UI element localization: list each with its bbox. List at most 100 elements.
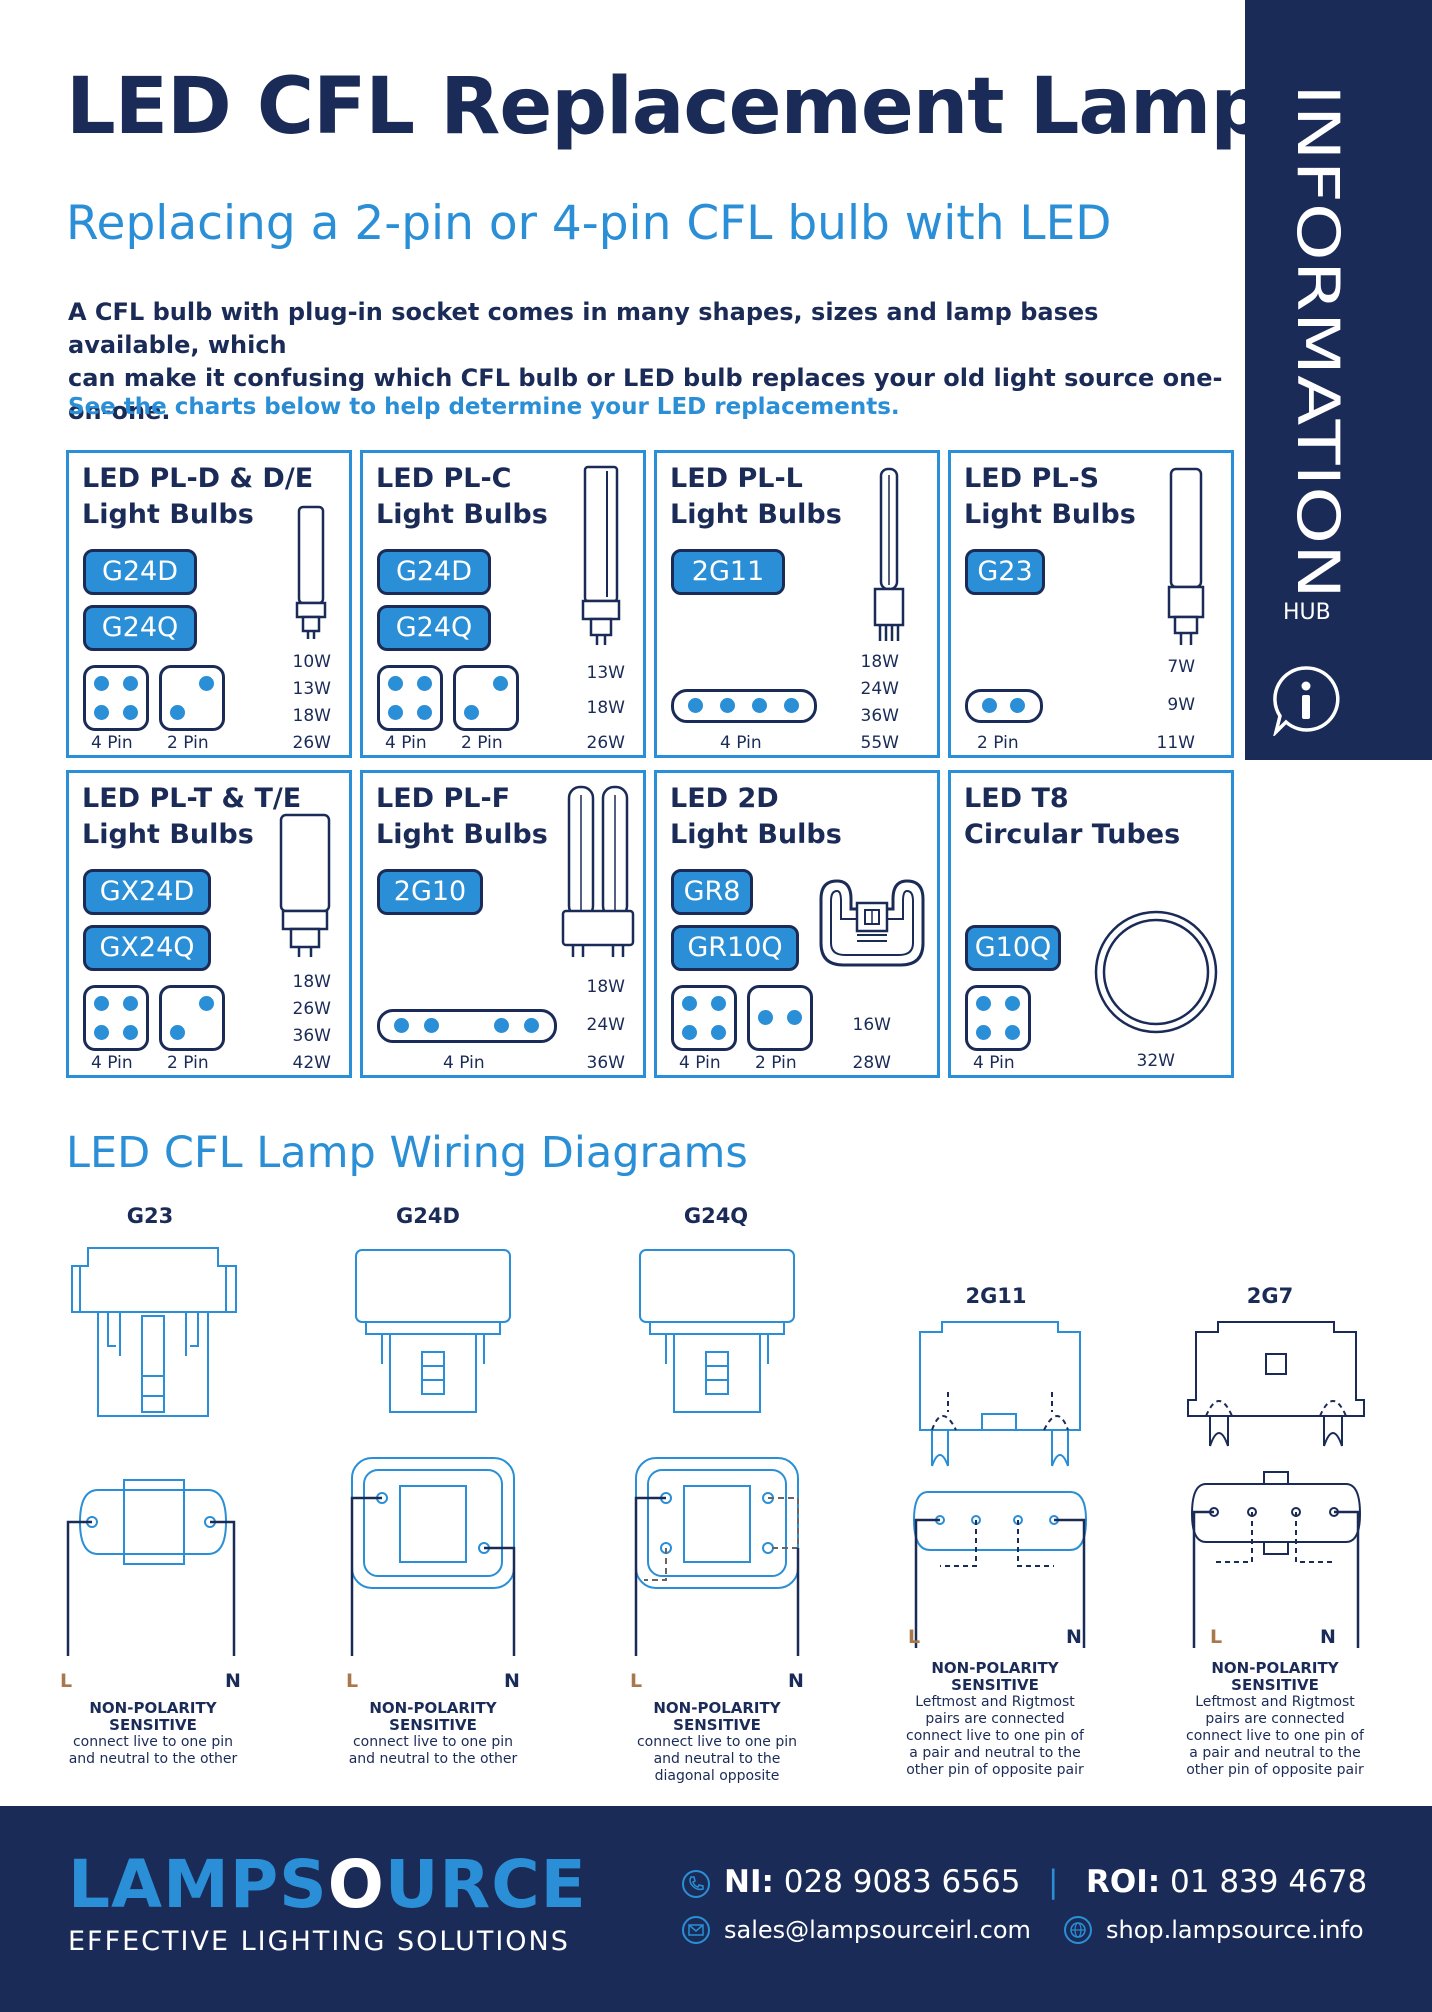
wattage: 13W (292, 679, 331, 699)
wattage: 13W (586, 663, 625, 683)
wiring-note-line: other pin of opposite pair (1186, 1762, 1364, 1778)
neutral-label: N (1320, 1626, 1336, 1648)
pin-dot (170, 1025, 185, 1040)
ni-phone[interactable]: NI: 028 9083 6565 (724, 1864, 1020, 1900)
wiring-note-line: pairs are connected (1205, 1711, 1345, 1727)
information-hub-band (1245, 0, 1432, 760)
pin-dot (976, 996, 991, 1011)
live-label: L (908, 1626, 921, 1648)
wattage: 24W (586, 1015, 625, 1035)
pin-label: 4 Pin (679, 1053, 721, 1073)
pin-label: 2 Pin (977, 733, 1019, 753)
base-badge-gr10q: GR10Q (671, 925, 799, 971)
base-badge-g23: G23 (965, 549, 1045, 595)
pin-dot (711, 996, 726, 1011)
wattage: 11W (1156, 733, 1195, 753)
pin-dot (1005, 1025, 1020, 1040)
pin-dot (494, 1018, 509, 1033)
intro-line: A CFL bulb with plug-in socket comes in … (68, 298, 1099, 359)
wiring-note-line: connect live to one pin of (906, 1728, 1084, 1744)
pin-label: 2 Pin (167, 733, 209, 753)
pl-d-lamp-icon (295, 505, 327, 639)
card-pl-l: LED PL-L Light Bulbs 2G11 4 Pin 18W 24W … (654, 450, 940, 758)
2g11-wiring-diagram (912, 1321, 1088, 1648)
live-label: L (346, 1670, 359, 1692)
g24d-wiring-diagram (350, 1249, 516, 1656)
logo-tagline: EFFECTIVE LIGHTING SOLUTIONS (68, 1926, 570, 1957)
pin-dot (682, 1025, 697, 1040)
card-t8-circular: LED T8 Circular Tubes G10Q 4 Pin 32W (948, 770, 1234, 1078)
four-pin-diagram (83, 665, 149, 731)
card-pl-f: LED PL-F Light Bulbs 2G10 4 Pin 18W 24W … (360, 770, 646, 1078)
four-pin-inline-diagram (671, 689, 817, 723)
four-pin-diagram (83, 985, 149, 1051)
wattage: 28W (852, 1053, 891, 1073)
wiring-note-2g11: NON-POLARITY SENSITIVE Leftmost and Rigt… (890, 1660, 1100, 1779)
wiring-note-heading: NON-POLARITY SENSITIVE (653, 1699, 781, 1734)
wattage: 16W (852, 1015, 891, 1035)
wiring-note-line: connect live to one pin of (1186, 1728, 1364, 1744)
four-pin-diagram (965, 985, 1031, 1051)
pin-dot (711, 1025, 726, 1040)
card-pl-t: LED PL-T & T/E Light Bulbs GX24D GX24Q 4… (66, 770, 352, 1078)
card-pl-c: LED PL-C Light Bulbs G24D G24Q 4 Pin 2 P… (360, 450, 646, 758)
page-subtitle: Replacing a 2-pin or 4-pin CFL bulb with… (66, 196, 1112, 251)
base-badge-gr8: GR8 (671, 869, 753, 915)
email-link[interactable]: sales@lampsourceirl.com (724, 1916, 1031, 1944)
pin-dot (424, 1018, 439, 1033)
pin-label: 4 Pin (973, 1053, 1015, 1073)
base-badge-g24d: G24D (377, 549, 491, 595)
pin-dot (417, 676, 432, 691)
base-badge-gx24q: GX24Q (83, 925, 211, 971)
roi-label: ROI: (1086, 1864, 1161, 1900)
card-title: LED 2D Light Bulbs (670, 783, 842, 850)
base-badge-2g11: 2G11 (671, 549, 785, 595)
see-charts-note: See the charts below to help determine y… (68, 394, 900, 420)
information-vertical-text: INFORMATION (1284, 84, 1352, 599)
wiring-note-heading: NON-POLARITY SENSITIVE (89, 1699, 217, 1734)
pin-dot (199, 676, 214, 691)
neutral-label: N (1066, 1626, 1082, 1648)
pin-dot (388, 705, 403, 720)
card-2d: LED 2D Light Bulbs GR8 GR10Q 4 Pin 2 Pin… (654, 770, 940, 1078)
pin-dot (388, 676, 403, 691)
live-label: L (1210, 1626, 1223, 1648)
pin-dot (752, 698, 767, 713)
contact-separator: | (1048, 1864, 1059, 1900)
pin-label: 4 Pin (443, 1053, 485, 1073)
wattage: 36W (860, 706, 899, 726)
neutral-label: N (504, 1670, 520, 1692)
circular-tube-icon (1094, 910, 1218, 1034)
footer (0, 1806, 1432, 2012)
globe-icon (1064, 1916, 1092, 1944)
information-word: INFORMATION (1284, 84, 1352, 599)
base-badge-gx24d: GX24D (83, 869, 211, 915)
wiring-note-line: other pin of opposite pair (906, 1762, 1084, 1778)
pin-dot (94, 676, 109, 691)
pin-dot (394, 1018, 409, 1033)
four-pin-diagram (671, 985, 737, 1051)
wattage: 24W (860, 679, 899, 699)
wiring-note-2g7: NON-POLARITY SENSITIVE Leftmost and Rigt… (1170, 1660, 1380, 1779)
wiring-label-g23: G23 (126, 1204, 174, 1228)
pl-s-lamp-icon (1167, 467, 1205, 645)
four-pin-diagram (377, 665, 443, 731)
2g7-wiring-diagram (1187, 1321, 1365, 1648)
card-pl-d: LED PL-D & D/E Light Bulbs G24D G24Q 4 P… (66, 450, 352, 758)
wiring-label-g24d: G24D (396, 1204, 460, 1228)
wattage: 42W (292, 1053, 331, 1073)
pin-dot (982, 698, 997, 713)
wattage: 7W (1167, 657, 1195, 677)
pl-c-lamp-icon (581, 465, 621, 645)
wiring-note-line: connect live to one pin (636, 1734, 798, 1750)
card-title: LED PL-C Light Bulbs (376, 463, 548, 530)
pin-dot (123, 676, 138, 691)
2d-lamp-icon (819, 879, 925, 967)
website-link[interactable]: shop.lampsource.info (1106, 1916, 1364, 1944)
wattage: 18W (292, 972, 331, 992)
wiring-note-line: connect live to one pin (352, 1734, 514, 1750)
pin-dot (682, 996, 697, 1011)
neutral-label: N (788, 1670, 804, 1692)
pin-label: 4 Pin (91, 733, 133, 753)
roi-phone[interactable]: ROI: 01 839 4678 (1086, 1864, 1367, 1900)
